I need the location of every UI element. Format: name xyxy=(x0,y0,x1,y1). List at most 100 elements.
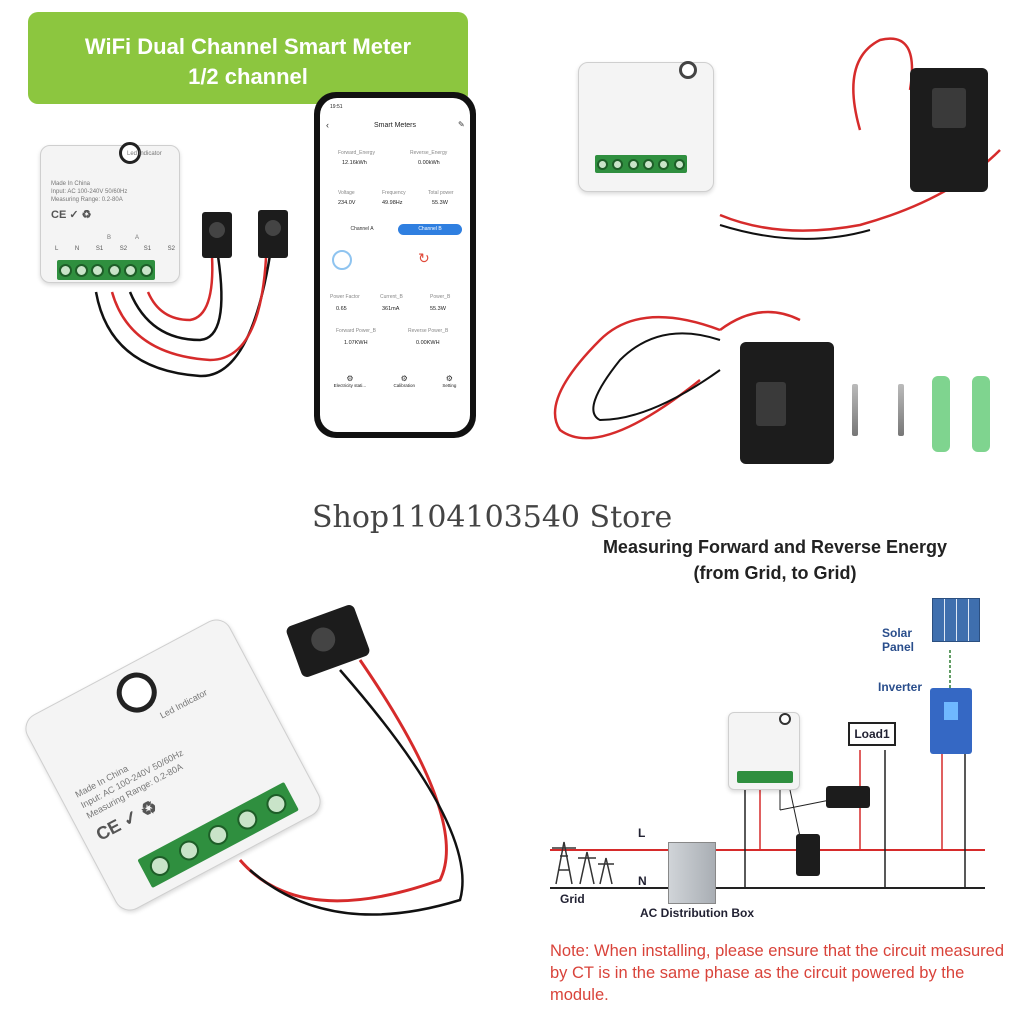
terminal-block xyxy=(595,155,687,173)
stats-icon: ⚙ xyxy=(346,374,354,383)
screw-icon xyxy=(612,158,624,170)
reverse-energy-value: 0.00kWh xyxy=(418,160,440,166)
line-n-label: N xyxy=(638,874,647,888)
channel-b-label: B xyxy=(107,235,112,241)
screw-icon xyxy=(643,158,655,170)
ac-distribution-box-icon xyxy=(668,842,716,904)
screw-icon xyxy=(123,263,137,277)
channel-a-label: A xyxy=(135,235,140,241)
banner-title: WiFi Dual Channel Smart Meter xyxy=(84,34,412,59)
smart-meter-module-top-right xyxy=(578,61,714,192)
nav-electricity-stats[interactable]: ⚙ Electricity stati... xyxy=(334,374,367,414)
screw-icon xyxy=(673,158,685,170)
power-value: 55.3W xyxy=(430,306,446,312)
frequency-label: Frequency xyxy=(382,190,406,196)
screw-accessory-icon xyxy=(898,384,904,436)
nav-calibration[interactable]: ⚙ Calibration xyxy=(393,374,415,414)
terminal-label: S2 xyxy=(119,246,128,252)
edit-icon[interactable]: ✎ xyxy=(458,120,465,129)
frequency-value: 49.98Hz xyxy=(382,200,403,206)
current-label: Current_B xyxy=(380,294,403,300)
app-title: Smart Meters xyxy=(373,122,416,129)
screw-icon xyxy=(627,158,639,170)
tab-channel-b[interactable]: Channel B xyxy=(398,224,462,235)
diagram-title-line2: (from Grid, to Grid) xyxy=(693,563,857,583)
setting-icon: ⚙ xyxy=(445,374,453,383)
solar-panel-label: Solar Panel xyxy=(882,626,915,654)
screw-icon xyxy=(107,263,121,277)
tab-channel-a[interactable]: Channel A xyxy=(350,226,374,232)
wall-anchor-icon xyxy=(932,376,950,452)
screw-icon xyxy=(597,158,609,170)
solar-panel-icon xyxy=(932,598,980,642)
power-factor-label: Power Factor xyxy=(330,294,360,300)
refresh-icon[interactable]: ↻ xyxy=(418,250,430,266)
fwd-power-value: 1.07KWH xyxy=(344,340,368,346)
ct-clamp-icon xyxy=(796,834,820,876)
terminal-label: S1 xyxy=(143,246,152,252)
back-icon[interactable]: ‹ xyxy=(326,120,329,130)
terminal-label: S1 xyxy=(95,246,104,252)
input-label: Input: AC 100-240V 50/60Hz xyxy=(51,189,128,195)
nav-label: Calibration xyxy=(393,383,415,388)
ct-clamp-icon xyxy=(826,786,870,808)
terminal-label: N xyxy=(74,246,80,252)
led-indicator-icon xyxy=(119,142,141,164)
current-value: 361mA xyxy=(382,306,400,312)
line-l-label: L xyxy=(638,826,646,840)
terminal-block xyxy=(57,260,155,280)
reverse-energy-label: Reverse_Energy xyxy=(410,150,448,156)
diagram-title: Measuring Forward and Reverse Energy (fr… xyxy=(540,534,1010,586)
bottom-nav: ⚙ Electricity stati... ⚙ Calibration ⚙ S… xyxy=(320,374,470,414)
banner-subtitle: 1/2 channel xyxy=(188,64,308,89)
total-power-label: Total power xyxy=(428,190,454,196)
grid-label: Grid xyxy=(560,892,585,906)
terminal-label: S2 xyxy=(167,246,175,252)
status-time: 19:51 xyxy=(330,104,343,110)
range-label: Measuring Range: 0.2-80A xyxy=(51,197,123,203)
screw-icon xyxy=(140,263,154,277)
smart-meter-module: Led Indicator Made In China Input: AC 10… xyxy=(40,142,180,283)
power-label: Power_B xyxy=(430,294,451,300)
diagram-module-icon xyxy=(728,712,800,790)
screw-icon xyxy=(658,158,670,170)
nav-setting[interactable]: ⚙ Setting xyxy=(442,374,456,414)
screw-icon xyxy=(58,263,72,277)
ct-clamp-icon xyxy=(202,212,232,258)
nav-label: Electricity stati... xyxy=(333,383,367,388)
load-box: Load1 xyxy=(848,722,896,746)
led-label: Led Indicator xyxy=(127,151,162,157)
screw-accessory-icon xyxy=(852,384,858,436)
app-screen: 19:51 Smart Meters ‹ ✎ Forward_Energy 12… xyxy=(320,98,470,432)
forward-energy-value: 12.16kWh xyxy=(342,160,367,166)
calibration-icon: ⚙ xyxy=(400,374,408,383)
ct-clamp-large-icon xyxy=(910,68,988,192)
forward-energy-label: Forward_Energy xyxy=(338,150,375,156)
power-factor-value: 0.65 xyxy=(336,306,347,312)
inverter-icon xyxy=(930,688,972,754)
rev-power-value: 0.00KWH xyxy=(416,340,440,346)
screw-icon xyxy=(91,263,105,277)
grid-tower-icon xyxy=(552,841,614,885)
store-watermark: Shop1104103540 Store xyxy=(312,500,673,535)
total-power-value: 55.3W xyxy=(432,200,448,206)
voltage-value: 234.0V xyxy=(338,200,356,206)
fwd-power-label: Forward Power_B xyxy=(336,328,377,334)
ct-clamp-large-icon xyxy=(740,342,834,464)
product-title-banner: WiFi Dual Channel Smart Meter 1/2 channe… xyxy=(28,12,468,104)
terminal-label: L xyxy=(55,246,59,252)
terminal-labels: L N S1 S2 S1 S2 xyxy=(55,246,175,254)
nav-label: Setting xyxy=(442,383,457,388)
diagram-title-line1: Measuring Forward and Reverse Energy xyxy=(602,537,948,557)
made-in-label: Made In China xyxy=(51,181,91,187)
inverter-label: Inverter xyxy=(878,680,923,694)
cert-marks: CE ✓ ♻ xyxy=(51,209,92,221)
ct-clamp-icon xyxy=(258,210,288,258)
led-indicator-icon xyxy=(679,61,697,79)
load-label: Load1 xyxy=(854,727,890,741)
channel-tabs: Channel A Channel B xyxy=(326,224,464,236)
screw-icon xyxy=(74,263,88,277)
